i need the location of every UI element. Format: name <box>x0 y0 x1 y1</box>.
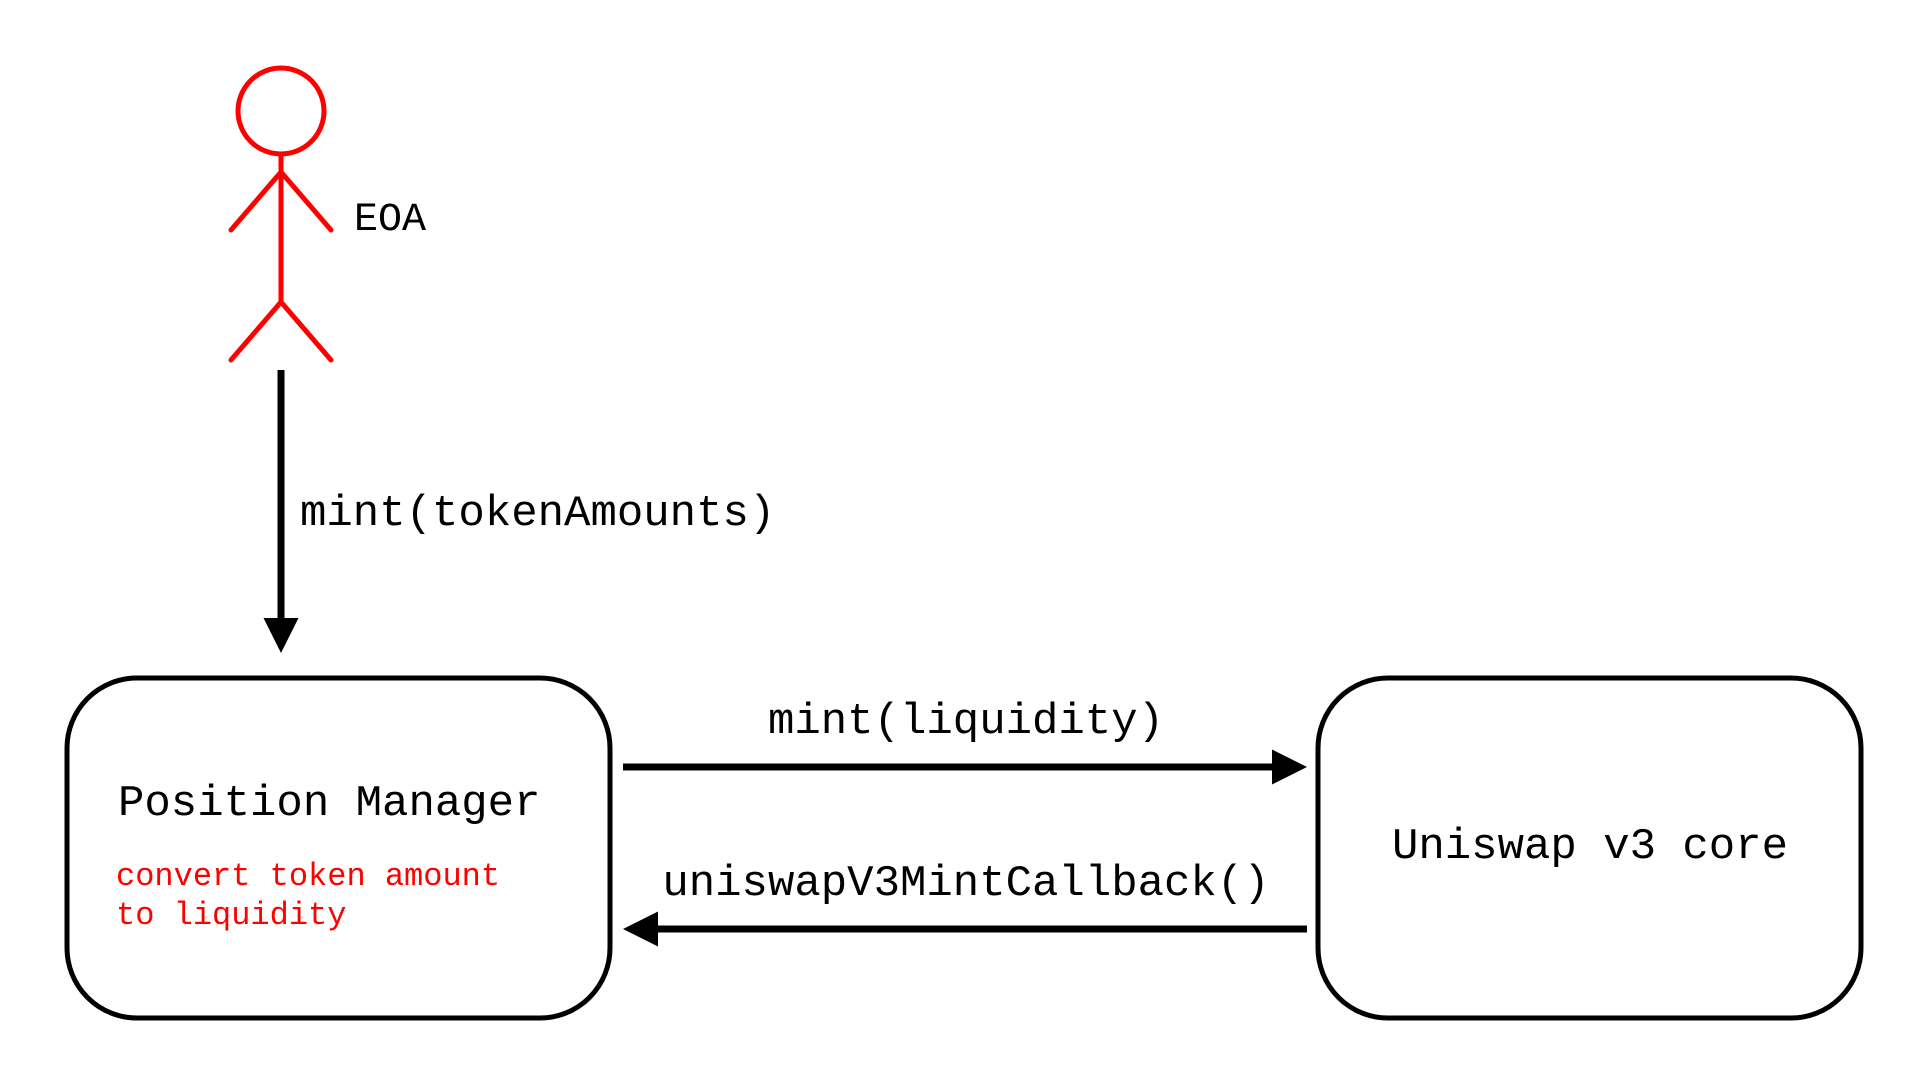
eoa-label: EOA <box>354 198 426 243</box>
mint-callback-label: uniswapV3MintCallback() <box>662 859 1269 909</box>
uniswap-core-title: Uniswap v3 core <box>1392 822 1788 872</box>
position-manager-note-line2: to liquidity <box>116 897 346 934</box>
mint-liquidity-label: mint(liquidity) <box>768 697 1164 747</box>
position-manager-box <box>64 675 613 1021</box>
eoa-actor-icon <box>228 65 334 363</box>
position-manager-note-line1: convert token amount <box>116 858 500 895</box>
position-manager-title: Position Manager <box>118 779 540 829</box>
mint-token-amounts-label: mint(tokenAmounts) <box>300 489 775 539</box>
uniswap-core-box <box>1315 675 1864 1021</box>
